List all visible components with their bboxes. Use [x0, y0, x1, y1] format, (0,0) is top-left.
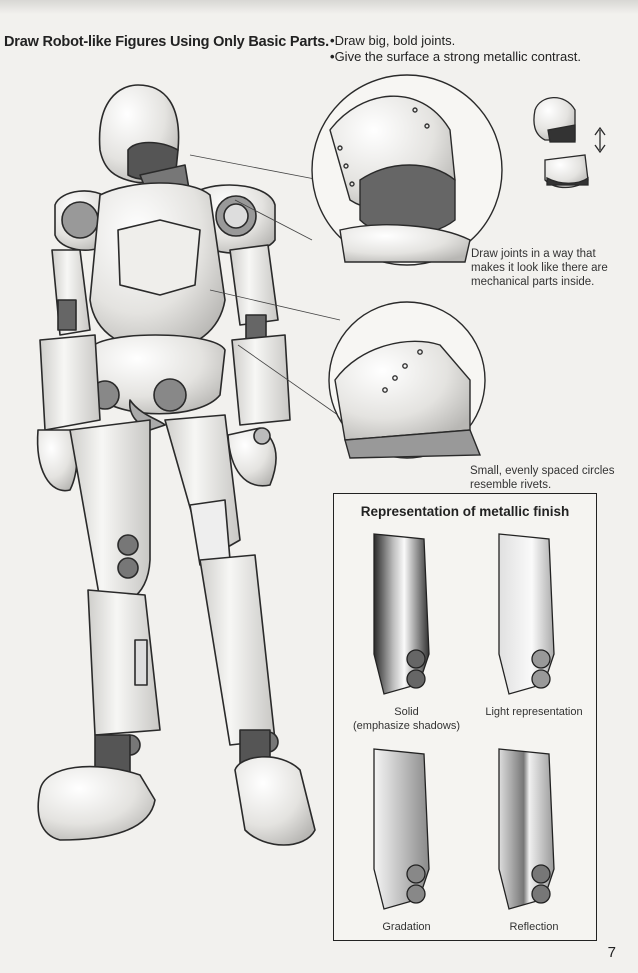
metallic-finish-panel: Representation of metallic finish: [333, 493, 597, 941]
caption-line: mechanical parts inside.: [471, 276, 595, 288]
tip-item: Draw big, bold joints.: [330, 33, 581, 49]
panel-title: Representation of metallic finish: [360, 504, 570, 519]
page-title: Draw Robot-like Figures Using Only Basic…: [4, 34, 329, 50]
page-edge-shadow: [0, 0, 638, 14]
sample-label-solid: Solid (emphasize shadows): [339, 705, 474, 733]
head-parts-diagram: [533, 96, 606, 189]
rivets-caption: Small, evenly spaced circles resemble ri…: [470, 464, 614, 492]
sample-label-light: Light representation: [485, 706, 583, 718]
tip-item: Give the surface a strong metallic contr…: [330, 49, 581, 65]
metallic-samples-drawing: [373, 533, 555, 910]
caption-line: makes it look like there are: [471, 262, 608, 274]
joints-caption: Draw joints in a way that makes it look …: [471, 247, 608, 289]
sample-label-reflection: Reflection: [509, 921, 559, 933]
sample-label-gradation: Gradation: [382, 921, 431, 933]
sample-label-text: Solid: [394, 706, 419, 718]
caption-line: Draw joints in a way that: [471, 248, 596, 260]
neck-joint-closeup: [311, 74, 503, 266]
sample-sublabel-text: (emphasize shadows): [353, 720, 460, 732]
caption-line: resemble rivets.: [470, 479, 552, 491]
caption-line: Small, evenly spaced circles: [470, 465, 615, 477]
rivet-closeup: [328, 301, 486, 459]
tips-list: Draw big, bold joints. Give the surface …: [330, 33, 581, 65]
page-number: 7: [607, 944, 616, 961]
